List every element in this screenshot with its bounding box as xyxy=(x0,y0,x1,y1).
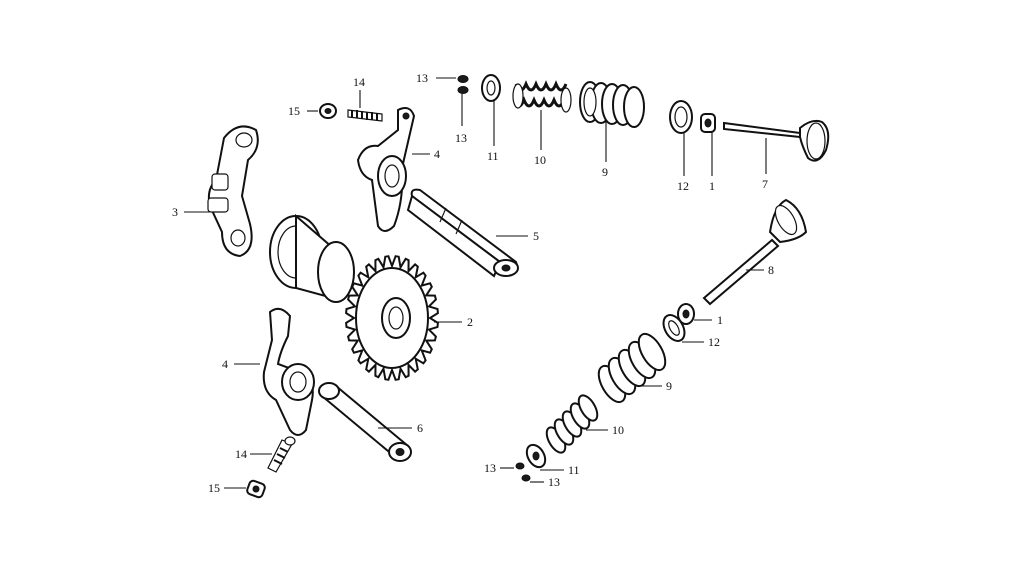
part-2-camshaft-sprocket xyxy=(269,213,439,381)
part-12-top-washer xyxy=(669,100,693,134)
part-4-bottom-rocker-arm xyxy=(262,307,315,436)
callout-13-bottom-a: 13 xyxy=(484,461,496,475)
part-12-bottom-washer xyxy=(662,314,686,342)
callout-11-top: 11 xyxy=(487,149,499,163)
callout-13-bottom-b: 13 xyxy=(548,475,560,489)
callout-3: 3 xyxy=(172,205,178,219)
callout-12-bottom: 12 xyxy=(708,335,720,349)
part-9-top-outer-spring xyxy=(579,81,645,128)
part-13-bottom-cotters xyxy=(515,462,531,482)
part-14-bottom-screw xyxy=(267,436,296,473)
part-14-top-screw xyxy=(347,109,383,122)
callout-15-bottom: 15 xyxy=(208,481,220,495)
callout-5: 5 xyxy=(533,229,539,243)
callout-9-bottom: 9 xyxy=(666,379,672,393)
callout-12-top: 12 xyxy=(677,179,689,193)
part-15-bottom-nut xyxy=(246,479,266,499)
part-4-top-rocker-arm xyxy=(356,107,416,232)
callout-1-top: 1 xyxy=(709,179,715,193)
callout-8: 8 xyxy=(768,263,774,277)
part-13-top-cotters xyxy=(457,75,469,94)
callout-4-bottom: 4 xyxy=(222,357,228,371)
callout-labels: 13 13 14 15 11 10 9 12 1 7 4 3 5 2 8 1 1… xyxy=(172,71,774,495)
part-9-bottom-outer-spring xyxy=(597,332,667,404)
part-1-bottom-seal xyxy=(677,303,695,325)
callout-13-top-b: 13 xyxy=(455,131,467,145)
callout-4-top: 4 xyxy=(434,147,440,161)
callout-2: 2 xyxy=(467,315,473,329)
callout-1-bottom: 1 xyxy=(717,313,723,327)
callout-11-bottom: 11 xyxy=(568,463,580,477)
callout-10-top: 10 xyxy=(534,153,546,167)
callout-15-top: 15 xyxy=(288,104,300,118)
part-6-rocker-shaft xyxy=(318,382,412,462)
callout-14-bottom: 14 xyxy=(235,447,247,461)
part-11-top-retainer xyxy=(481,74,501,102)
leader-lines xyxy=(184,77,767,489)
part-5-rocker-shaft xyxy=(406,188,519,278)
part-11-bottom-retainer xyxy=(525,443,547,469)
callout-9-top: 9 xyxy=(602,165,608,179)
part-10-top-inner-spring xyxy=(512,80,572,113)
callout-7: 7 xyxy=(762,177,768,191)
part-15-top-nut xyxy=(319,103,337,119)
part-7-valve xyxy=(723,119,830,162)
callout-13-top-a: 13 xyxy=(416,71,428,85)
part-8-valve xyxy=(702,198,808,306)
callout-6: 6 xyxy=(417,421,423,435)
callout-14-top: 14 xyxy=(353,75,365,89)
part-10-bottom-inner-spring xyxy=(545,394,599,454)
callout-10-bottom: 10 xyxy=(612,423,624,437)
part-3-lever xyxy=(207,125,259,258)
part-1-top-seal xyxy=(700,113,716,133)
